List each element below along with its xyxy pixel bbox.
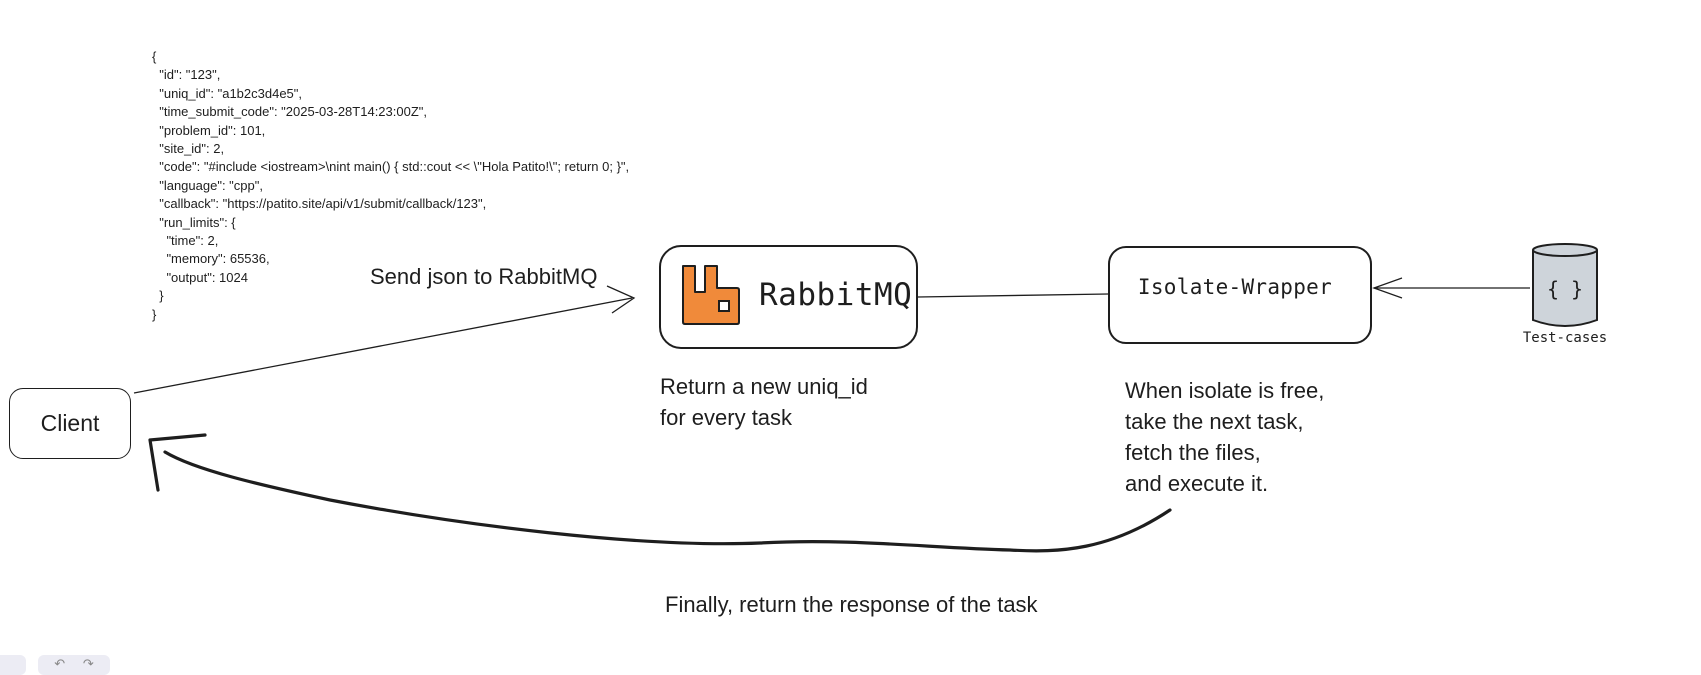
- json-line: }: [152, 288, 164, 304]
- json-line: "code": "#include <iostream>\nint main()…: [152, 159, 630, 175]
- json-line: "language": "cpp",: [152, 177, 263, 193]
- rabbitmq-node[interactable]: RabbitMQ: [659, 245, 918, 349]
- undo-redo-group: ↶ ↷: [38, 655, 110, 675]
- json-line: "site_id": 2,: [152, 141, 225, 157]
- rabbitmq-note-line-1: Return a new uniq_id: [660, 374, 868, 399]
- return-response-arrowhead: [148, 433, 207, 492]
- json-line: "time_submit_code": "2025-03-28T14:23:00…: [152, 104, 427, 120]
- isolate-wrapper-node[interactable]: Isolate-Wrapper: [1108, 246, 1372, 344]
- rabbitmq-note-line-2: for every task: [660, 405, 793, 430]
- return-response-arrow: [163, 450, 1172, 553]
- json-line: "run_limits": {: [152, 214, 236, 230]
- testcases-label: Test-cases: [1522, 330, 1608, 346]
- json-line: "id": "123",: [152, 67, 221, 83]
- redo-icon[interactable]: ↷: [82, 656, 94, 671]
- rabbitmq-logo-icon: [682, 265, 740, 325]
- json-line: "output": 1024: [152, 269, 248, 285]
- zoom-control[interactable]: [0, 655, 26, 675]
- testcases-database-node[interactable]: { }: [1530, 240, 1600, 330]
- isolate-note-line-1: When isolate is free,: [1125, 378, 1325, 403]
- return-response-label: Finally, return the response of the task: [665, 592, 1038, 617]
- json-line: "uniq_id": "a1b2c3d4e5",: [152, 85, 303, 101]
- client-node[interactable]: Client: [9, 388, 131, 459]
- json-braces-icon: { }: [1547, 277, 1583, 301]
- undo-icon[interactable]: ↶: [54, 656, 66, 671]
- isolate-note-line-3: fetch the files,: [1125, 440, 1261, 465]
- isolate-note-line-4: and execute it.: [1125, 471, 1269, 496]
- json-payload: { "id": "123", "uniq_id": "a1b2c3d4e5", …: [152, 48, 629, 324]
- rabbitmq-label: RabbitMQ: [759, 277, 913, 313]
- isolate-note-line-2: take the next task,: [1125, 409, 1304, 434]
- json-line: {: [152, 49, 157, 64]
- json-line: "memory": 65536,: [152, 251, 270, 267]
- send-json-label: Send json to RabbitMQ: [370, 264, 598, 289]
- queue-link-line: [917, 293, 1109, 298]
- json-line: "time": 2,: [152, 233, 219, 249]
- json-line: "problem_id": 101,: [152, 122, 266, 138]
- testcases-arrowhead: [1372, 277, 1403, 299]
- client-label: Client: [40, 410, 100, 436]
- json-line: "callback": "https://patito.site/api/v1/…: [152, 196, 487, 212]
- isolate-wrapper-label: Isolate-Wrapper: [1137, 275, 1333, 299]
- json-line: }: [152, 306, 157, 322]
